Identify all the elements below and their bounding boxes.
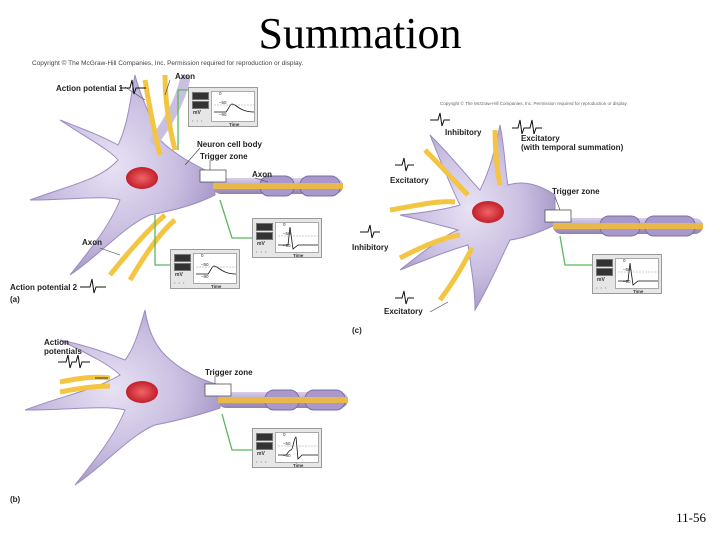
label-trigger-zone-a: Trigger zone bbox=[200, 152, 248, 161]
oscilloscope-a2: mV• • • Time 0–50–90 bbox=[170, 249, 240, 289]
scope-tick-label: –90 bbox=[283, 243, 291, 248]
scope-tick-label: 0 bbox=[283, 222, 286, 227]
spike-icon bbox=[395, 290, 414, 305]
spike-icon bbox=[430, 112, 450, 127]
scope-tick-label: –50 bbox=[201, 262, 209, 267]
label-trigger-zone-b: Trigger zone bbox=[205, 368, 253, 377]
label-neuron-cell-body: Neuron cell body bbox=[197, 140, 262, 149]
slide-number: 11-56 bbox=[676, 510, 706, 525]
panel-tag-c: (c) bbox=[352, 326, 362, 335]
label-axon-bottom: Axon bbox=[82, 238, 102, 247]
scope-tick-label: –90 bbox=[283, 453, 291, 458]
neuron-a bbox=[29, 74, 343, 282]
spike-train-icon bbox=[512, 119, 542, 135]
scope-tick-label: –50 bbox=[623, 267, 631, 272]
scope-tick-label: 0 bbox=[219, 91, 222, 96]
label-axon-right: Axon bbox=[252, 170, 272, 179]
scope-tick-label: –90 bbox=[219, 112, 227, 117]
label-inhibitory-top: Inhibitory bbox=[445, 128, 482, 137]
panel-tag-a: (a) bbox=[10, 295, 20, 304]
oscilloscope-a3: mV• • • Time 0–50–90 bbox=[252, 218, 322, 258]
copyright-notice: Copyright © The McGraw-Hill Companies, I… bbox=[32, 60, 304, 67]
oscilloscope-c: mV• • • Time 0–50–90 bbox=[592, 254, 662, 294]
label-inhibitory-left: Inhibitory bbox=[352, 243, 389, 252]
scope-tick-label: –90 bbox=[201, 274, 209, 279]
scope-tick-label: 0 bbox=[623, 258, 626, 263]
spike-icon bbox=[395, 157, 414, 172]
label-axon-top: Axon bbox=[175, 72, 195, 81]
neuron-c bbox=[389, 124, 703, 312]
label-action-potential-2: Action potential 2 bbox=[10, 283, 78, 292]
label-action-potentials: Action potentials bbox=[44, 338, 82, 356]
label-excitatory-bottom: Excitatory bbox=[384, 307, 423, 316]
scope-tick-label: –90 bbox=[623, 279, 631, 284]
scope-tick-label: –50 bbox=[283, 231, 291, 236]
scope-tick-label: –50 bbox=[283, 441, 291, 446]
scope-tick-label: 0 bbox=[283, 432, 286, 437]
spike-icon bbox=[80, 278, 106, 294]
oscilloscope-a1: mV• • • Time 0–50–90 bbox=[188, 87, 258, 127]
label-excitatory-left: Excitatory bbox=[390, 176, 429, 185]
oscilloscope-b: mV• • • Time 0–50–90 bbox=[252, 428, 322, 468]
label-excitatory-temporal: Excitatory (with temporal summation) bbox=[521, 134, 624, 152]
spike-train-icon bbox=[58, 354, 90, 369]
spike-icon bbox=[120, 79, 146, 95]
neuron-b bbox=[24, 309, 348, 486]
panel-tag-b: (b) bbox=[10, 495, 21, 504]
label-trigger-zone-c: Trigger zone bbox=[552, 187, 600, 196]
scope-tick-label: 0 bbox=[201, 253, 204, 258]
label-action-potential-1: Action potential 1 bbox=[56, 84, 124, 93]
spike-icon bbox=[360, 224, 380, 239]
slide-title: Summation bbox=[258, 9, 462, 58]
copyright-notice-c: Copyright © The McGraw-Hill Companies, I… bbox=[440, 101, 628, 106]
scope-tick-label: –50 bbox=[219, 100, 227, 105]
